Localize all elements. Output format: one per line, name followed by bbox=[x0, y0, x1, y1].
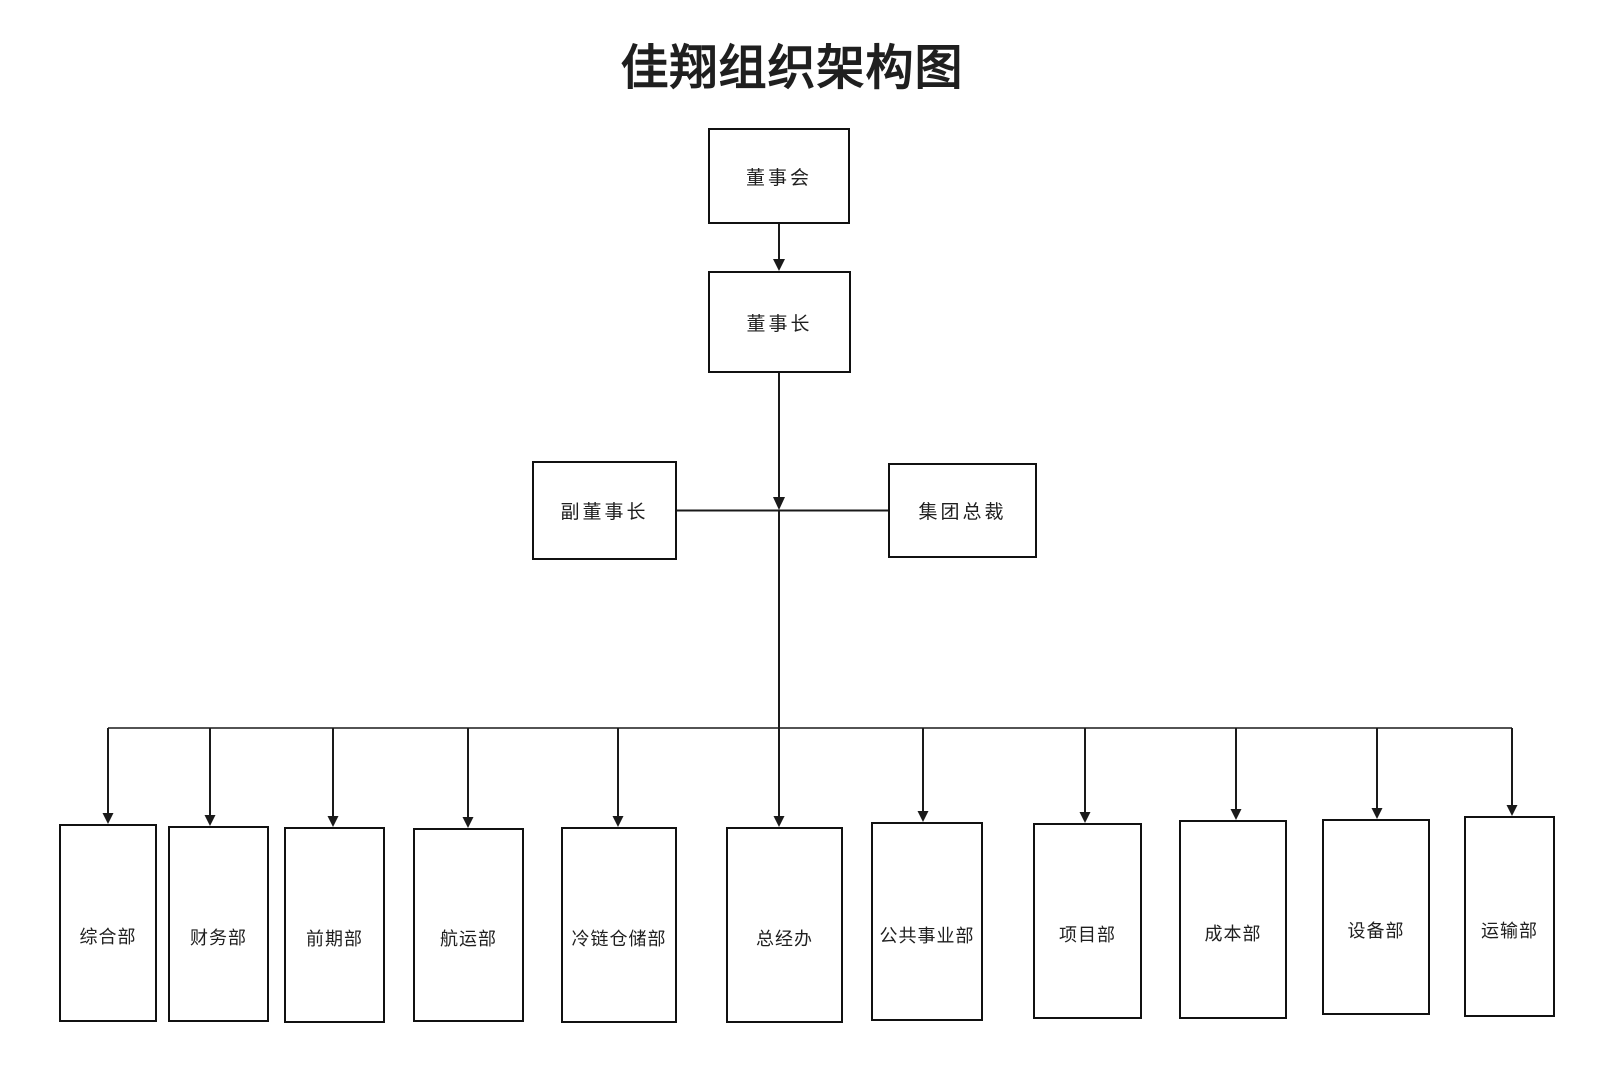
dept-node-preliminary: 前期部 bbox=[284, 827, 385, 1023]
arrowhead-drop-5 bbox=[612, 816, 624, 827]
dept-label: 冷链仓储部 bbox=[571, 929, 667, 949]
node-vice-chairman-label: 副董事长 bbox=[560, 502, 649, 523]
arrowhead-drop-4 bbox=[462, 817, 474, 828]
arrowhead-drop-10 bbox=[1371, 808, 1383, 819]
dept-label: 前期部 bbox=[306, 929, 363, 949]
node-vice-chairman: 副董事长 bbox=[532, 461, 677, 560]
arrowhead-drop-1 bbox=[102, 813, 114, 824]
arrowhead-drop-3 bbox=[327, 816, 339, 827]
dept-node-finance: 财务部 bbox=[168, 826, 269, 1022]
arrowhead-board-chairman bbox=[773, 259, 785, 271]
dept-node-transport: 运输部 bbox=[1464, 816, 1555, 1017]
arrowhead-drop-7 bbox=[917, 811, 929, 822]
arrowhead-drop-2 bbox=[204, 815, 216, 826]
dept-label: 项目部 bbox=[1059, 925, 1116, 945]
arrowhead-drop-9 bbox=[1230, 809, 1242, 820]
dept-label: 财务部 bbox=[190, 928, 247, 948]
node-board-label: 董事会 bbox=[745, 167, 812, 189]
node-board: 董事会 bbox=[708, 128, 850, 224]
node-group-president: 集团总裁 bbox=[888, 463, 1037, 558]
dept-label: 总经办 bbox=[756, 929, 813, 949]
dept-node-general-affairs: 综合部 bbox=[59, 824, 157, 1022]
node-chairman: 董事长 bbox=[708, 271, 851, 373]
arrowhead-drop-6 bbox=[773, 816, 785, 827]
dept-node-public-utilities: 公共事业部 bbox=[871, 822, 983, 1021]
dept-label: 航运部 bbox=[440, 929, 497, 949]
dept-node-cold-chain-warehouse: 冷链仓储部 bbox=[561, 827, 677, 1023]
dept-node-cost: 成本部 bbox=[1179, 820, 1287, 1019]
dept-node-gm-office: 总经办 bbox=[726, 827, 843, 1023]
node-group-president-label: 集团总裁 bbox=[918, 502, 1007, 523]
dept-node-shipping: 航运部 bbox=[413, 828, 524, 1022]
dept-node-project: 项目部 bbox=[1033, 823, 1142, 1019]
dept-label: 公共事业部 bbox=[879, 925, 975, 946]
dept-label: 运输部 bbox=[1481, 920, 1538, 941]
dept-label: 综合部 bbox=[79, 927, 137, 947]
node-chairman-label: 董事长 bbox=[746, 313, 813, 335]
arrowhead-drop-11 bbox=[1506, 805, 1518, 816]
dept-node-equipment: 设备部 bbox=[1322, 819, 1430, 1015]
dept-label: 设备部 bbox=[1347, 921, 1405, 941]
arrowhead-chairman-trunk bbox=[773, 497, 785, 510]
page-title: 佳翔组织架构图 bbox=[620, 42, 964, 95]
dept-label: 成本部 bbox=[1204, 923, 1262, 944]
arrowhead-drop-8 bbox=[1079, 812, 1091, 823]
